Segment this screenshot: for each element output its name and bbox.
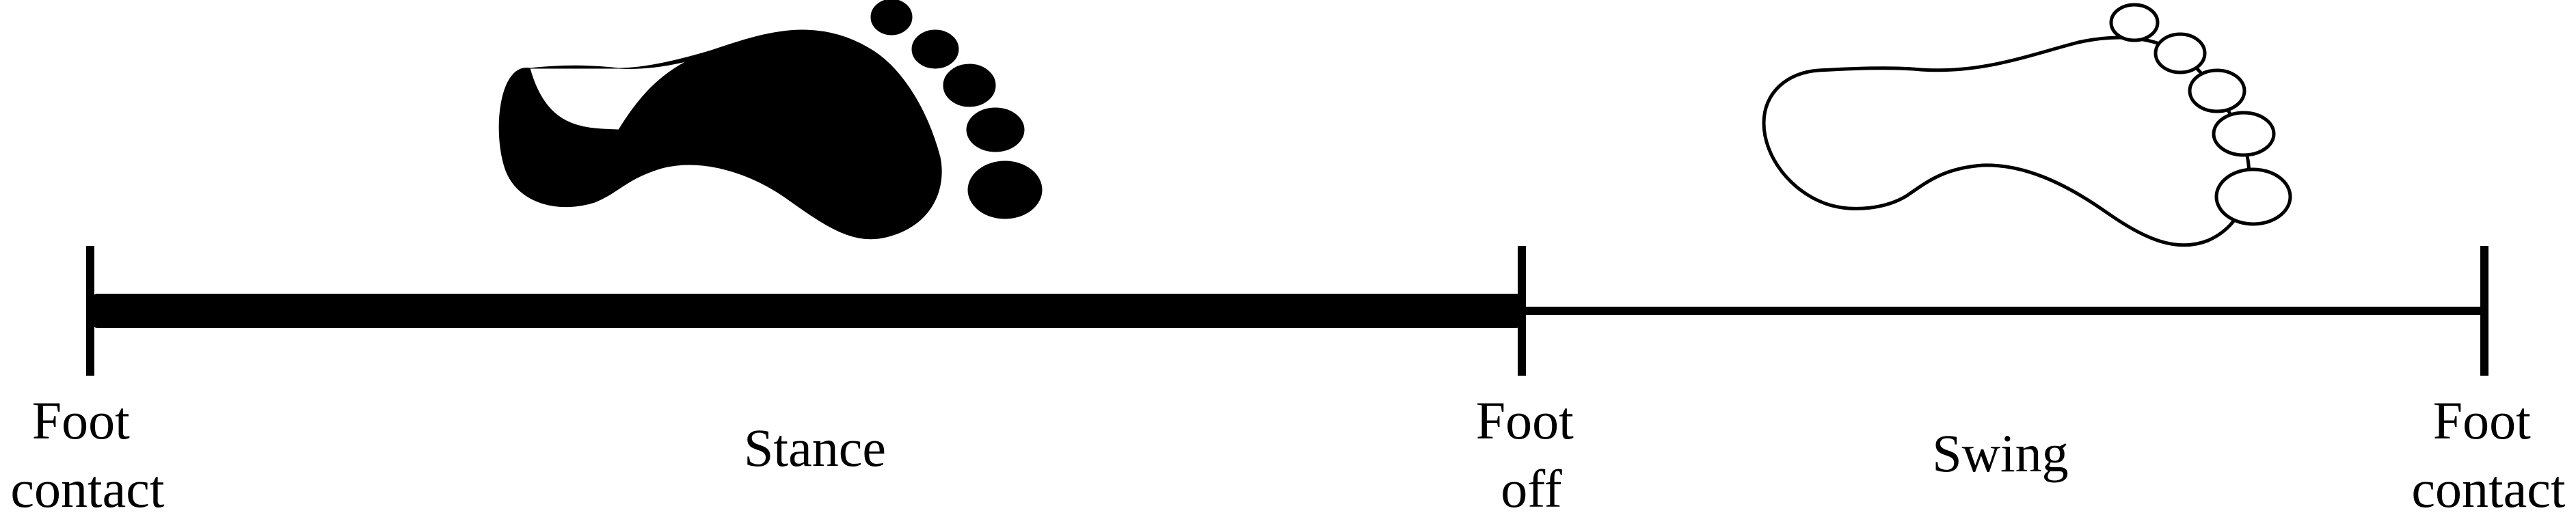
swing-toe-5 xyxy=(2214,167,2292,226)
foot-off-tick xyxy=(1518,246,1526,376)
stance-foot-sole xyxy=(498,29,942,240)
gait-timeline xyxy=(86,246,2488,376)
foot-off-label: Foot off xyxy=(1476,391,1587,518)
foot-contact-end-line-1: Foot xyxy=(2433,391,2531,450)
swing-foot-sole xyxy=(1762,36,2251,247)
foot-contact-end-tick xyxy=(2480,246,2488,376)
stance-phase-bar xyxy=(93,294,1520,328)
stance-label: Stance xyxy=(744,418,886,477)
stance-toe-1 xyxy=(870,0,913,36)
stance-toe-5 xyxy=(967,161,1043,219)
stance-toe-4 xyxy=(966,107,1025,152)
swing-label: Swing xyxy=(1932,423,2068,483)
swing-toe-4 xyxy=(2212,111,2276,157)
foot-contact-end-label: Foot contact xyxy=(2411,391,2566,518)
foot-off-line-2: off xyxy=(1501,459,1562,518)
foot-contact-end-line-2: contact xyxy=(2411,459,2566,518)
foot-off-line-1: Foot xyxy=(1476,391,1574,450)
swing-toe-2 xyxy=(2154,32,2207,74)
stance-toe-3 xyxy=(943,64,996,107)
swing-footprint-icon xyxy=(1762,3,2292,247)
swing-toe-3 xyxy=(2188,68,2246,113)
foot-contact-start-label: Foot contact xyxy=(10,391,165,518)
stance-foot-sole-fix xyxy=(529,37,766,69)
swing-phase-line xyxy=(1520,307,2486,315)
foot-contact-start-tick xyxy=(86,246,94,376)
stance-footprint-icon xyxy=(498,0,1043,240)
foot-contact-start-line-1: Foot xyxy=(32,391,130,450)
foot-contact-start-line-2: contact xyxy=(10,459,165,518)
swing-toe-1 xyxy=(2109,3,2160,42)
stance-toe-2 xyxy=(911,29,959,69)
